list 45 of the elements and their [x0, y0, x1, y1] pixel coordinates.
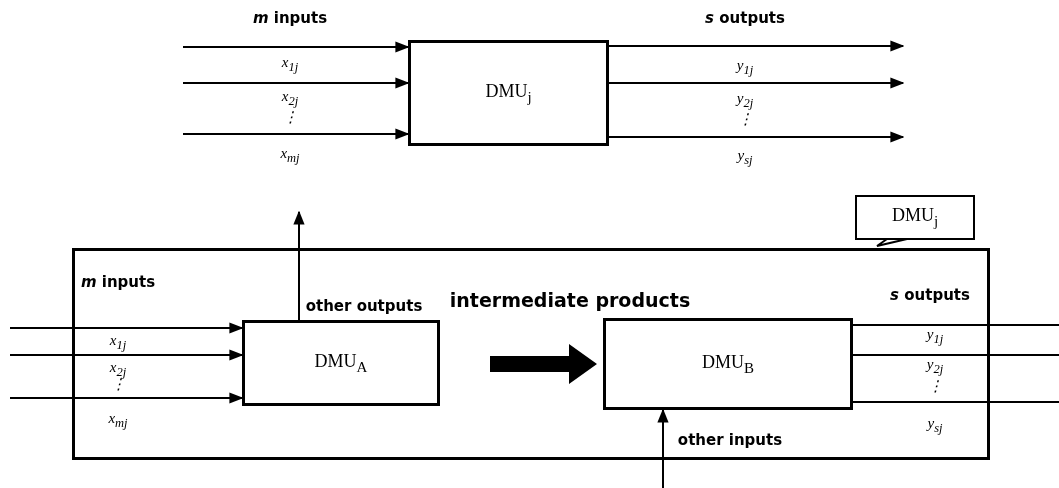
group-label: m inputs: [252, 9, 328, 27]
node-label: DMU$_{A}$: [314, 350, 368, 376]
group-label: s outputs: [705, 9, 785, 27]
system-boundary-box: [72, 248, 990, 460]
arrow: [182, 41, 410, 53]
process-box: [603, 318, 853, 410]
group-label: s outputs: [890, 286, 970, 304]
callout-box: [855, 195, 975, 240]
group-label: m inputs: [80, 273, 156, 291]
edge-label: x$_{1j}$: [281, 53, 299, 75]
ellipsis-mark: ⋮: [737, 110, 753, 128]
edge-label: y$_{sj}$: [927, 414, 943, 436]
process-box: [408, 40, 609, 146]
arrow: [657, 408, 669, 488]
edge-label: y$_{sj}$: [737, 146, 753, 168]
line: [852, 354, 1059, 356]
arrow: [182, 128, 410, 140]
edge-label: intermediate products: [449, 289, 691, 311]
edge-label: y$_{2j}$: [736, 89, 754, 111]
node-label: DMU$_{B}$: [702, 351, 754, 377]
arrow: [608, 131, 905, 143]
arrow: [608, 40, 905, 52]
edge-label: y$_{1j}$: [736, 56, 754, 78]
node-label: DMU$_{j}$: [485, 80, 532, 106]
node-label: DMU$_{j}$: [891, 205, 939, 230]
line: [852, 324, 1059, 326]
arrow: [608, 77, 905, 89]
edge-label: other outputs: [305, 297, 423, 315]
line: [852, 401, 1059, 403]
ellipsis-mark: ⋮: [927, 377, 943, 395]
edge-label: x$_{mj}$: [108, 409, 128, 431]
edge-label: y$_{1j}$: [926, 325, 944, 347]
edge-label: y$_{2j}$: [926, 355, 944, 377]
edge-label: other inputs: [677, 431, 783, 449]
arrow: [182, 77, 410, 89]
edge-label: x$_{mj}$: [280, 144, 300, 166]
edge-label: x$_{2j}$: [281, 87, 299, 109]
arrow: [293, 210, 305, 321]
arrow: [9, 322, 244, 334]
ellipsis-mark: ⋮: [282, 108, 298, 126]
arrow: [9, 349, 244, 361]
arrow: [9, 392, 244, 404]
block-arrow: [490, 344, 597, 384]
process-box: [242, 320, 440, 406]
edge-label: x$_{1j}$: [109, 331, 127, 353]
